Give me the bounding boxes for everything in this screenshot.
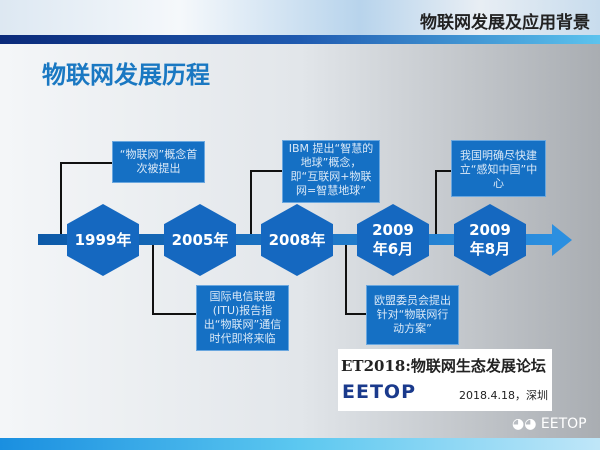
connector <box>435 170 437 234</box>
footer-bar <box>0 438 600 450</box>
header-bar <box>0 35 600 44</box>
event-logo: ET2018:物联网生态发展论坛 EETOP 2018.4.18，深圳 <box>338 349 552 411</box>
milestone-2009-06: 2009年6月 <box>357 204 429 276</box>
header-banner <box>0 0 600 36</box>
arrow-head-icon <box>552 224 572 256</box>
connector <box>250 170 252 234</box>
connector <box>250 170 283 172</box>
section-title: 物联网发展及应用背景 <box>420 13 590 33</box>
event-box: IBM 提出“智慧的地球”概念，即“互联网+物联网=智慧地球” <box>282 140 380 203</box>
event-box: 国际电信联盟(ITU)报告指出“物联网”通信时代即将来临 <box>196 285 289 351</box>
connector <box>60 162 113 164</box>
milestone-1999: 1999年 <box>67 204 139 276</box>
milestone-2005: 2005年 <box>164 204 236 276</box>
connector <box>60 162 62 234</box>
connector <box>435 170 451 172</box>
connector <box>345 313 366 315</box>
milestone-2008: 2008年 <box>261 204 333 276</box>
logo-brand: EETOP <box>342 381 416 403</box>
watermark-text: EETOP <box>540 416 587 432</box>
logo-date: 2018.4.18，深圳 <box>459 389 548 402</box>
connector <box>152 313 196 315</box>
event-box: “物联网”概念首次被提出 <box>112 141 205 183</box>
watermark: ◕◕ EETOP <box>512 416 587 432</box>
milestone-2009-08: 2009年8月 <box>454 204 526 276</box>
logo-title: ET2018:物联网生态发展论坛 <box>341 357 546 375</box>
event-box: 我国明确尽快建立“感知中国”中心 <box>451 140 546 197</box>
connector <box>152 245 154 314</box>
wechat-icon: ◕◕ <box>512 416 541 432</box>
connector <box>345 245 347 314</box>
page-title: 物联网发展历程 <box>42 61 210 89</box>
event-box: 欧盟委员会提出针对“物联网行动方案” <box>366 285 459 345</box>
